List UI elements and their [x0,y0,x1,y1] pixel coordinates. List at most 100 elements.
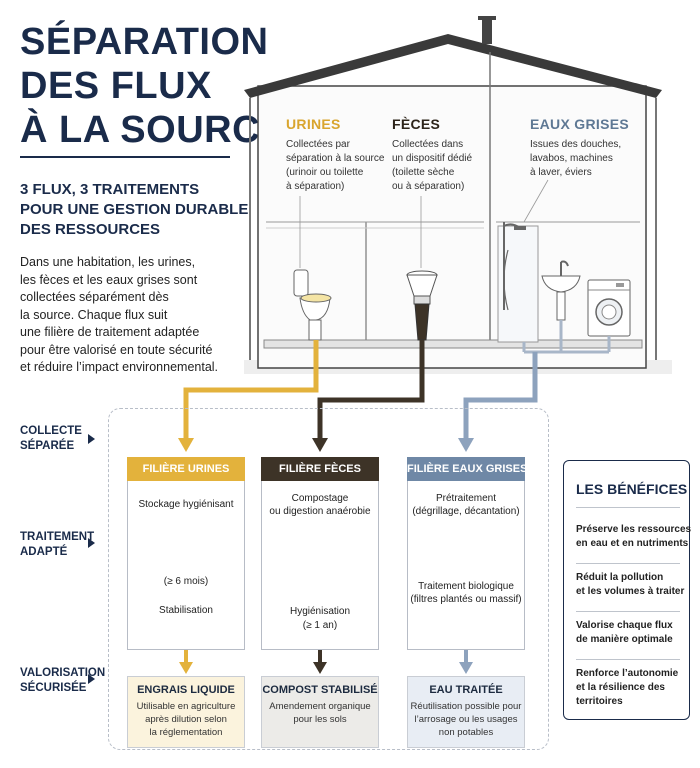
step-arrow-icon [88,674,95,684]
filiere-urines-panel [127,481,245,650]
result-line: Utilisable en agriculture [136,701,236,712]
desc-line: séparation à la source [286,153,385,164]
benefit-item: Préserve les ressources en eau et en nut… [576,523,692,551]
benefit-divider [576,563,680,564]
house [244,16,662,369]
desc-line: Collectées par [286,139,350,150]
filiere-feces-header: FILIÈRE FÈCES [261,457,379,481]
step-text: Prétraitement [435,493,497,504]
step-traitement: TRAITEMENT ADAPTÉ [20,530,94,560]
urines-description: Collectées par séparation à la source (u… [286,138,384,194]
result-description: Amendement organique pour les sols [262,700,378,726]
page-title-line-3: À LA SOURCE [20,109,286,151]
benefit-divider [576,611,680,612]
filiere-feces-panel [261,481,379,650]
step-text: Traitement biologique [418,581,514,592]
benefit-line: territoires [576,696,623,707]
feces-description: Collectées dans un dispositif dédié (toi… [392,138,472,194]
step-arrow-icon [88,434,95,444]
subtitle-line: DES RESSOURCES [20,221,161,238]
step-valorisation: VALORISATION SÉCURISÉE [20,666,105,696]
benefit-item: Réduit la pollution et les volumes à tra… [576,571,685,599]
urines-duration: (≥ 6 mois) [163,576,209,587]
benefit-line: Réduit la pollution [576,572,664,583]
step-text: (dégrillage, décantation) [412,506,520,517]
intro-line: les fèces et les eaux grises sont [20,272,198,287]
benefit-line: et les volumes à traiter [576,586,685,597]
result-description: Réutilisation possible pour l’arrosage o… [408,700,524,739]
feces-label: FÈCES [392,116,441,132]
benefit-line: en eau et en nutriments [576,538,689,549]
result-line: non potables [438,727,494,738]
step-line: COLLECTE [20,425,82,437]
step-line: SÉCURISÉE [20,682,87,694]
desc-line: lavabos, machines [530,153,613,164]
grises-step2: Traitement biologique (filtres plantés o… [407,580,525,606]
result-line: l’arrosage ou les usages [414,714,518,725]
benefit-item: Valorise chaque flux de manière optimale [576,619,680,647]
desc-line: un dispositif dédié [392,153,473,164]
filiere-grises-header: FILIÈRE EAUX GRISES [407,457,527,481]
result-line: Réutilisation possible pour [410,701,522,712]
result-line: la réglementation [149,727,223,738]
result-title: EAU TRAITÉE [429,684,503,696]
step-text: Compostage [291,493,349,504]
step-text: ou digestion anaérobie [269,506,371,517]
subtitle-line: 3 FLUX, 3 TRAITEMENTS [20,181,200,198]
desc-line: ou à séparation) [392,181,465,192]
desc-line: (toilette sèche [392,167,455,178]
dry-toilet-icon [406,270,438,341]
urines-step1: Stockage hygiénisant [127,498,245,511]
chimney [482,18,492,44]
result-line: Amendement organique [269,701,371,712]
result-line: pour les sols [293,714,347,725]
intro-line: et réduire l’impact environnemental. [20,360,219,374]
desc-line: Issues des douches, [530,139,622,150]
grises-step1: Prétraitement (dégrillage, décantation) [407,492,525,518]
step-line: SÉPARÉE [20,440,75,452]
benefit-line: Valorise chaque flux [576,620,673,631]
intro-line: pour être valorisé en toute sécurité [20,342,213,357]
urines-label: URINES [286,116,341,132]
washing-machine-icon [587,279,631,337]
intro-line: collectées séparément dès [20,290,169,304]
result-line: après dilution selon [145,714,227,725]
desc-line: Collectées dans [392,139,464,150]
urine-pipe [183,340,319,440]
result-description: Utilisable en agriculture après dilution… [128,700,244,739]
benefit-divider [576,659,680,660]
benefit-line: Renforce l’autonomie [576,668,679,679]
step-line: ADAPTÉ [20,546,68,558]
result-eau-traitee: EAU TRAITÉE Réutilisation possible pour … [407,676,525,748]
title-divider [20,156,230,158]
page-title-line-1: SÉPARATION [20,21,269,63]
urines-step2: Stabilisation [159,605,213,616]
benefit-divider [576,507,680,508]
step-arrow-icon [88,538,95,548]
intro-line: la source. Chaque flux suit [20,307,168,322]
step-line: TRAITEMENT [20,531,95,543]
feces-duration: (≥ 1 an) [302,620,338,631]
desc-line: (urinoir ou toilette [286,167,364,178]
page-title-line-2: DES FLUX [20,65,212,107]
result-title: ENGRAIS LIQUIDE [137,684,235,696]
result-title: COMPOST STABILISÉ [262,684,378,696]
eaux-grises-description: Issues des douches, lavabos, machines à … [530,138,621,180]
desc-line: à laver, éviers [530,167,592,178]
feces-step2: Hygiénisation [289,606,351,617]
feces-pipe [317,340,425,440]
intro-line: une filière de traitement adaptée [20,325,200,339]
step-text: Stockage hygiénisant [138,499,234,510]
grey-water-pipe [463,352,538,440]
desc-line: à séparation) [286,181,345,192]
subtitle-line: POUR UNE GESTION DURABLE [20,201,249,218]
result-compost-stabilise: COMPOST STABILISÉ Amendement organique p… [261,676,379,748]
benefit-line: Préserve les ressources [576,524,692,535]
filiere-urines-header: FILIÈRE URINES [127,457,245,481]
benefit-line: et la résilience des [576,682,665,693]
benefits-panel: LES BÉNÉFICES Préserve les ressources en… [563,460,692,720]
step-text: (filtres plantés ou massif) [410,594,522,605]
result-engrais-liquide: ENGRAIS LIQUIDE Utilisable en agricultur… [127,676,245,748]
subtitle: 3 FLUX, 3 TRAITEMENTS POUR UNE GESTION D… [20,180,249,240]
eaux-grises-label: EAUX GRISES [530,116,629,132]
